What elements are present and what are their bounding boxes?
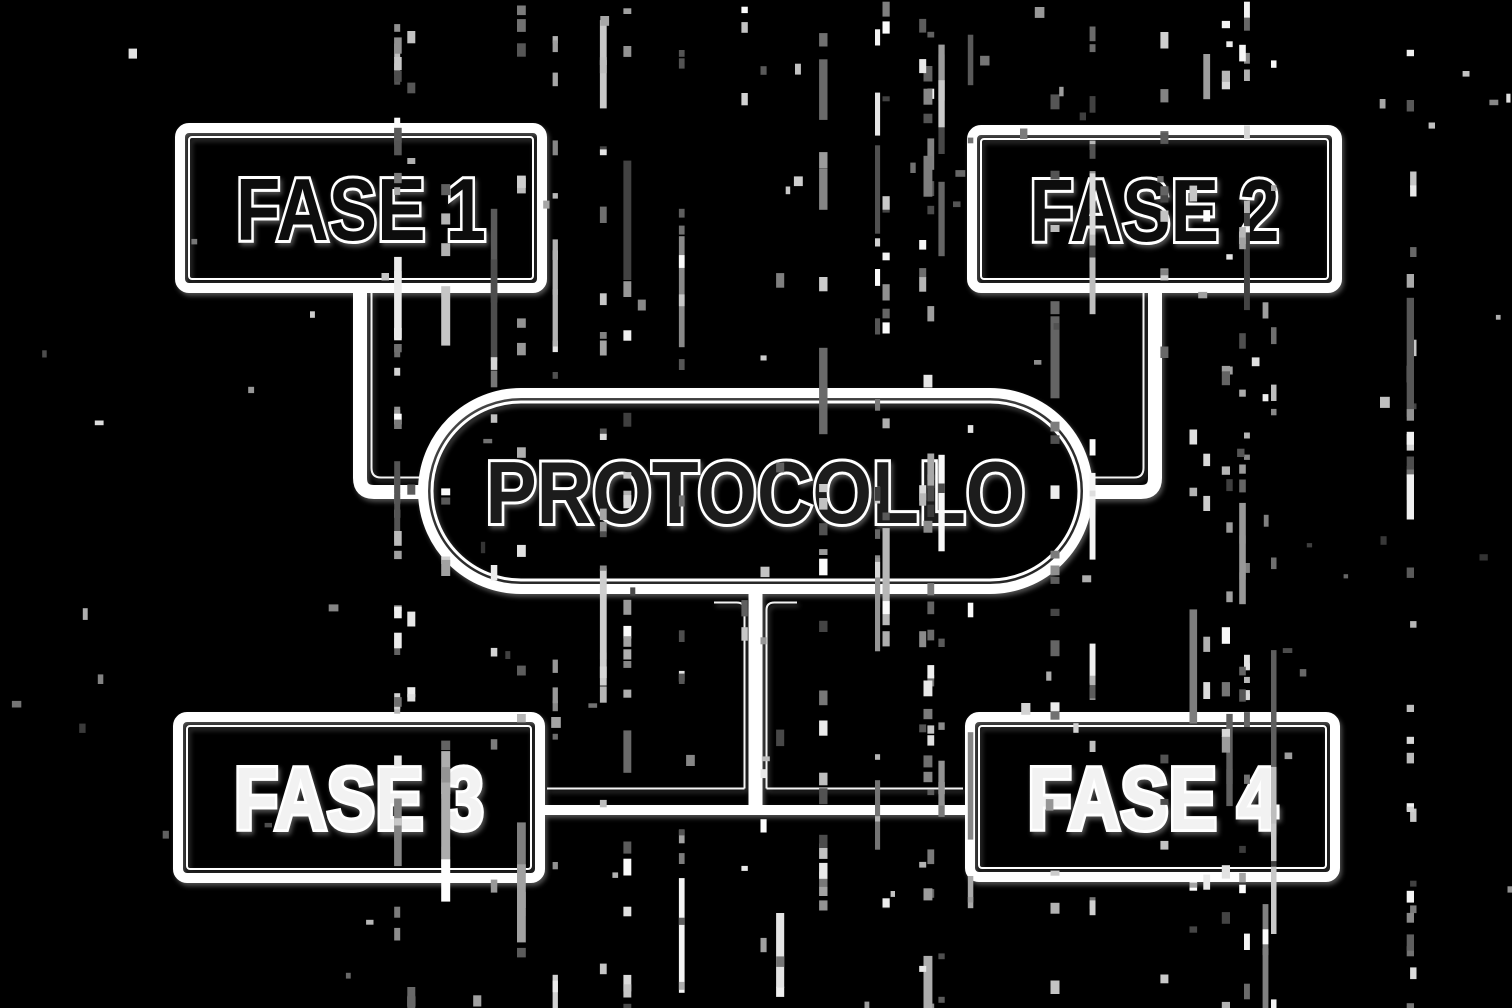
fase-2-outer-border <box>967 125 1342 293</box>
node-fase-3: FASE 3 <box>173 712 545 883</box>
protocollo-label: PROTOCOLLO <box>486 443 1026 542</box>
connector-fase-3-to-fase-4 <box>543 787 967 815</box>
connector-fase-2-to-protocollo <box>1086 288 1162 499</box>
node-fase-4: FASE 4 <box>965 712 1340 882</box>
protocollo-inner-border <box>430 400 1081 582</box>
node-fase-1: FASE 1 <box>175 123 547 293</box>
fase-2-inner-border <box>980 138 1329 280</box>
diagram-shapes: FASE 1 FASE 2 PROTOCOLLO FASE 3 <box>173 123 1342 883</box>
node-fase-2: FASE 2 <box>967 125 1342 293</box>
protocollo-outer-border <box>418 388 1093 594</box>
fase-3-inner-border <box>186 725 532 870</box>
node-protocollo: PROTOCOLLO <box>418 388 1093 594</box>
fase-1-outer-border <box>175 123 547 293</box>
fase-1-inner-border <box>188 136 534 280</box>
fase-3-outer-border <box>173 712 545 883</box>
connector-protocollo-to-bottom <box>714 590 797 812</box>
connector-fase-1-to-protocollo <box>353 288 426 499</box>
fase-4-inner-border <box>978 725 1327 869</box>
glitch-noise-overlay <box>11 1 1512 1008</box>
fase-4-label: FASE 4 <box>1028 749 1278 848</box>
